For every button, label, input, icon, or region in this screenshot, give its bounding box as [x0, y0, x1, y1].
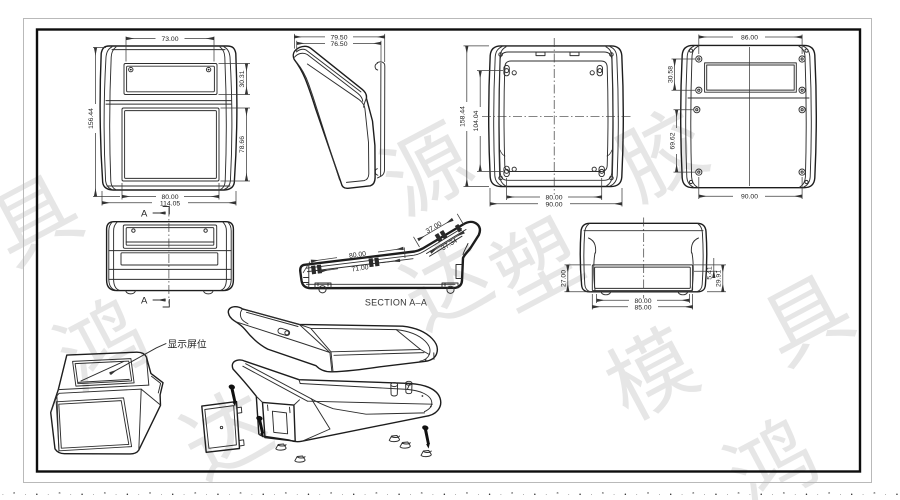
svg-text:76.50: 76.50: [330, 41, 347, 48]
svg-text:158.44: 158.44: [460, 106, 467, 127]
svg-text:5.41: 5.41: [707, 266, 714, 279]
svg-text:A: A: [141, 209, 148, 220]
svg-text:104.04: 104.04: [473, 110, 480, 131]
svg-text:156.44: 156.44: [88, 108, 95, 129]
svg-text:30.58: 30.58: [667, 66, 674, 83]
svg-text:27.00: 27.00: [561, 270, 568, 287]
svg-text:69.62: 69.62: [669, 132, 676, 149]
svg-text:29.91: 29.91: [716, 270, 723, 287]
svg-text:73.00: 73.00: [161, 36, 178, 43]
svg-text:90.00: 90.00: [741, 194, 758, 201]
svg-text:90.00: 90.00: [545, 201, 562, 208]
svg-text:86.00: 86.00: [741, 35, 758, 42]
svg-text:SECTION A–A: SECTION A–A: [365, 298, 427, 308]
svg-text:71.00: 71.00: [351, 264, 369, 273]
svg-text:A: A: [141, 296, 148, 307]
svg-text:85.00: 85.00: [634, 304, 651, 311]
svg-text:显示屏位: 显示屏位: [168, 338, 207, 351]
svg-text:78.66: 78.66: [239, 136, 246, 153]
svg-text:30.31: 30.31: [239, 70, 246, 87]
svg-text:114.05: 114.05: [160, 200, 181, 207]
